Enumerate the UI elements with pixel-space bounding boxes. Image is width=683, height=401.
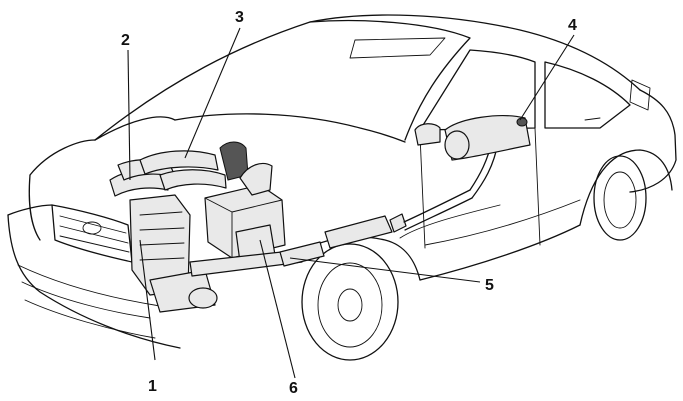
callout-3: 3 <box>235 9 244 26</box>
callout-1: 1 <box>148 378 157 395</box>
leader-line-4 <box>519 34 575 121</box>
callouts: 1 2 3 4 5 6 <box>121 9 577 397</box>
car-body <box>7 14 677 361</box>
callout-6: 6 <box>289 380 298 397</box>
leader-line-6 <box>259 239 296 379</box>
engine-bay <box>109 115 531 313</box>
leader-line-2 <box>127 49 131 181</box>
leader-line-5 <box>289 257 481 283</box>
callout-2: 2 <box>121 32 130 49</box>
leader-line-1 <box>139 239 156 361</box>
callout-5: 5 <box>485 277 494 294</box>
leader-lines <box>127 27 575 379</box>
callout-4: 4 <box>568 17 577 34</box>
leader-line-3 <box>184 27 241 159</box>
